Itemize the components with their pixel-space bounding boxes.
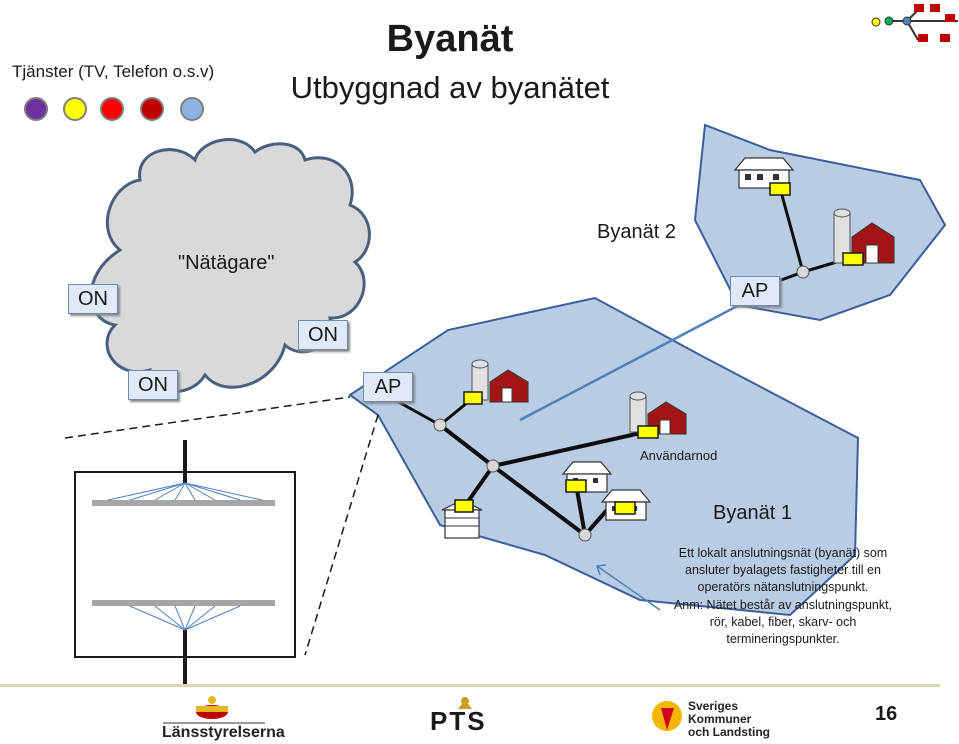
page-title: Byanät	[386, 18, 514, 60]
access-point-1: AP	[363, 372, 413, 402]
services-label: Tjänster (TV, Telefon o.s.v)	[12, 62, 215, 81]
cloud-label: "Nätägare"	[178, 252, 275, 274]
end-node-label: Användarnod	[640, 448, 718, 463]
logo-skl-line: och Landsting	[688, 725, 770, 739]
page-number: 16	[875, 703, 898, 725]
cabinet-shelf-bottom	[92, 600, 275, 606]
fan-lines-bottom	[129, 605, 241, 631]
crown-icon	[196, 696, 228, 719]
access-point-2: AP	[730, 276, 780, 306]
farm-icon	[471, 359, 529, 403]
operator-node-bottom: ON	[128, 370, 178, 400]
description-line: rör, kabel, fiber, skarv- och	[709, 614, 857, 629]
link-ap1-to-node	[394, 398, 441, 427]
logo-pts: PTS	[430, 706, 487, 736]
logo-skl: Sveriges Kommuner och Landsting	[688, 700, 770, 739]
description-line: Ett lokalt anslutningsnät (byanät) som	[678, 546, 888, 560]
user-node-boxes	[454, 182, 864, 515]
fan-lines-top	[107, 482, 263, 501]
pointer-arrow-head	[595, 564, 607, 576]
description-line: operatörs nätanslutningspunkt.	[697, 580, 869, 595]
link-network1-to-ap2	[519, 300, 746, 422]
service-dot	[100, 97, 124, 121]
network2-label: Byanät 2	[597, 221, 676, 243]
logo-skl-line: Sveriges	[688, 699, 739, 713]
pts-logo-mark	[458, 697, 472, 709]
description-line: ansluter byalagets fastigheter till en	[685, 563, 881, 578]
service-dot	[180, 97, 204, 121]
page-subtitle: Utbyggnad av byanätet	[290, 70, 610, 105]
skl-logo-mark	[652, 701, 682, 731]
mini-network-icon	[871, 4, 958, 42]
service-dots	[24, 97, 214, 125]
operator-node-middle: ON	[298, 320, 348, 350]
joint-node	[578, 528, 592, 542]
cabinet-shelf-top	[92, 500, 275, 506]
operator-node-left: ON	[68, 284, 118, 314]
logo-skl-line: Kommuner	[688, 712, 752, 726]
description-line: Anm: Nätet består av anslutningspunkt,	[673, 597, 893, 612]
logo-lansstyrelserna: Länsstyrelserna	[162, 724, 285, 741]
description-line: termineringspunkter.	[726, 632, 840, 647]
service-dot	[140, 97, 164, 121]
pointer-arrow	[596, 565, 661, 611]
dashed-line-left	[64, 396, 351, 439]
service-dot	[63, 97, 87, 121]
footer-line	[0, 684, 940, 687]
joint-node	[486, 459, 500, 473]
service-dot	[24, 97, 48, 121]
joint-node	[433, 418, 447, 432]
joint-node	[796, 265, 810, 279]
dashed-line-right	[304, 414, 379, 656]
network1-cables	[438, 423, 646, 537]
description-text: Ett lokalt anslutningsnät (byanät) som a…	[633, 545, 933, 648]
network1-label: Byanät 1	[713, 502, 792, 524]
